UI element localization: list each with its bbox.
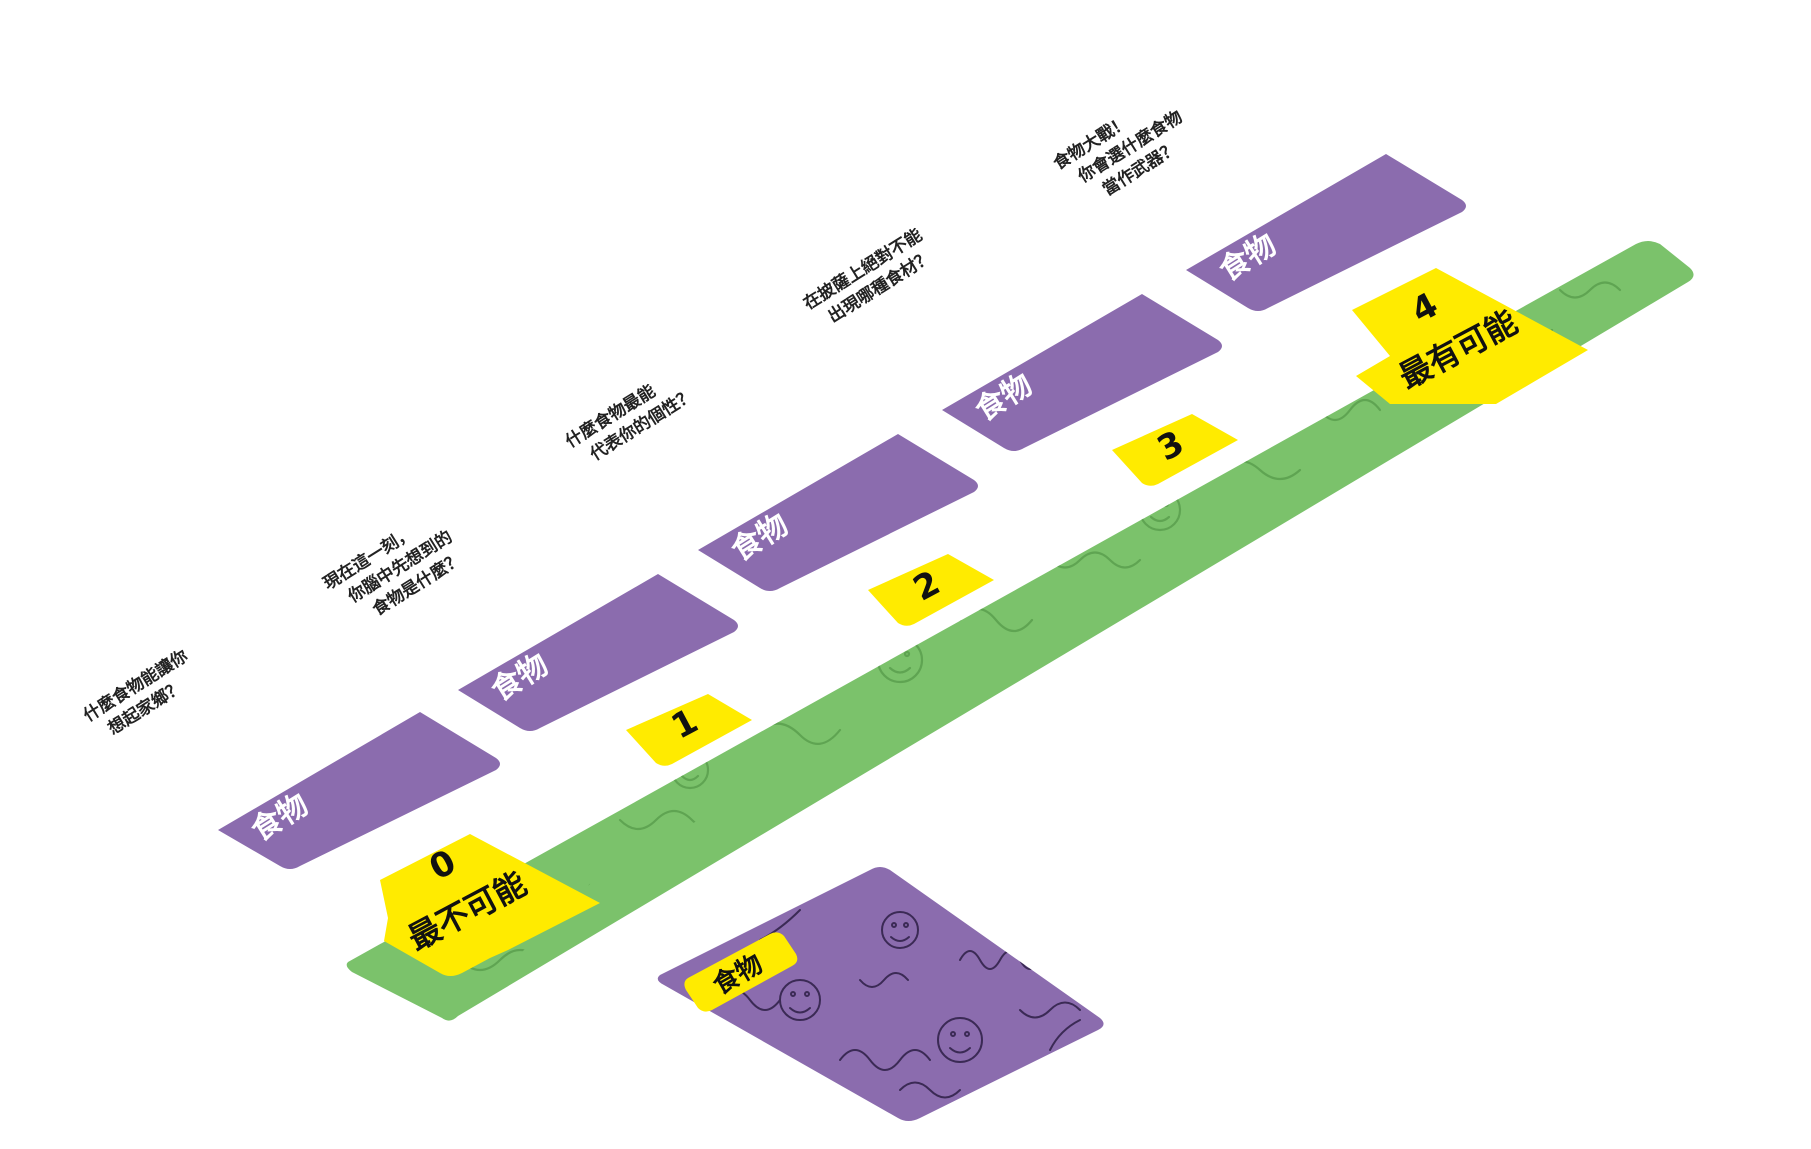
prompt-text-0: 什麼食物能讓你 想起家鄉？ (80, 645, 192, 739)
prompt-text-1: 現在這一刻， 你腦中先想到的 食物是什麼？ (320, 522, 467, 620)
prompt-card-4[interactable]: 食物 (1186, 154, 1466, 311)
prompt-card-2[interactable]: 食物 (698, 434, 978, 591)
card-background (1186, 154, 1466, 311)
scale-tab-3[interactable]: 3 (1112, 414, 1238, 486)
tab-background (380, 834, 600, 976)
scale-tab-2[interactable]: 2 (868, 554, 994, 626)
tab-background (626, 694, 752, 766)
card-background (218, 712, 500, 869)
scale-tab-4[interactable]: 4 最有可能 (1352, 256, 1588, 404)
scale-tab-1[interactable]: 1 (626, 694, 752, 766)
scale-tab-0[interactable]: 0 最不可能 (377, 818, 600, 976)
card-background (458, 574, 738, 731)
tab-background (1352, 268, 1588, 404)
card-background (698, 434, 978, 591)
deck-background (657, 867, 1104, 1121)
prompt-text-3: 在披薩上絕對不能 出現哪種食材？ (800, 224, 937, 327)
card-background (942, 294, 1222, 451)
doodle-pattern-icon (719, 883, 1081, 1099)
tab-background (1112, 414, 1238, 486)
prompt-text-2: 什麼食物最能 代表你的個性？ (562, 380, 699, 465)
tab-background (868, 554, 994, 626)
food-deck[interactable]: 食物 (657, 867, 1104, 1121)
prompt-text-4: 食物大戰！ 你會選什麼食物 當作武器？ (1050, 106, 1187, 200)
prompt-card-0[interactable]: 食物 (218, 712, 500, 869)
deck-label-badge (684, 932, 798, 1012)
